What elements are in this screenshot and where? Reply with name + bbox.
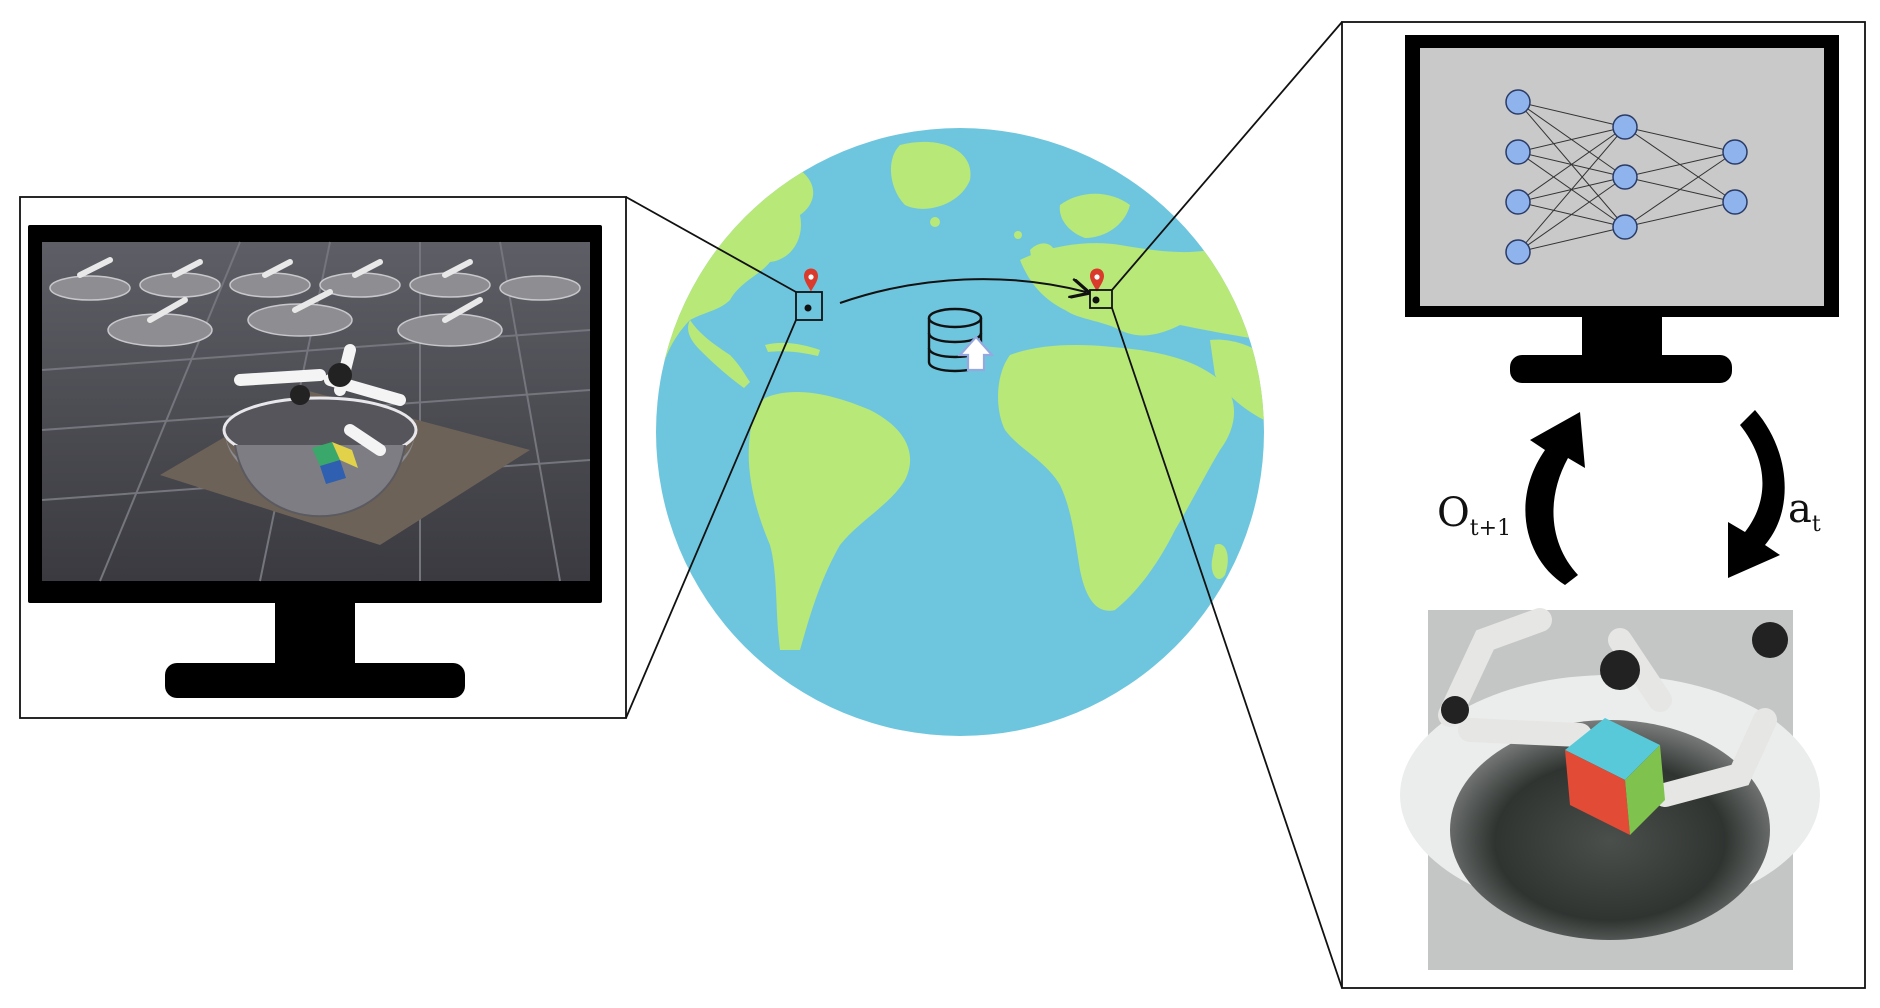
network-node-layer-1 xyxy=(1505,139,1531,165)
globe xyxy=(656,128,1264,736)
africa xyxy=(998,345,1235,611)
network-node-layer-3 xyxy=(1722,139,1748,165)
location-pin-icon xyxy=(804,268,818,292)
action-label: at xyxy=(1788,486,1821,537)
observation-label: Ot+1 xyxy=(1437,490,1511,541)
neural-network-icon xyxy=(1505,89,1748,265)
network-node-layer-2 xyxy=(1612,214,1638,240)
action-subscript: t xyxy=(1811,512,1821,537)
network-edge xyxy=(1624,151,1736,178)
simulation-monitor xyxy=(28,225,602,698)
network-edge xyxy=(1624,201,1736,228)
database-upload-icon xyxy=(927,307,995,373)
network-node-layer-2 xyxy=(1612,164,1638,190)
network-edge xyxy=(1517,126,1626,203)
network-node-layer-2 xyxy=(1612,114,1638,140)
network-edge xyxy=(1517,126,1626,253)
network-node-layer-1 xyxy=(1505,189,1531,215)
network-edge xyxy=(1624,151,1736,228)
network-node-layer-1 xyxy=(1505,89,1531,115)
network-edge xyxy=(1517,226,1626,253)
network-edge xyxy=(1624,126,1736,153)
real-cube xyxy=(1565,718,1665,835)
south-america xyxy=(748,391,911,650)
action-arrow xyxy=(1728,410,1785,578)
network-edge xyxy=(1517,176,1626,253)
action-symbol: a xyxy=(1788,486,1812,532)
observation-symbol: O xyxy=(1437,490,1470,536)
simulation-scene xyxy=(41,241,591,582)
location-pin-icon xyxy=(1090,268,1104,292)
greenland xyxy=(890,141,971,209)
observation-arrow xyxy=(1525,412,1585,585)
network-edge xyxy=(1517,126,1626,153)
zoom-lines xyxy=(625,21,1343,989)
network-node-layer-1 xyxy=(1505,239,1531,265)
transfer-arrow xyxy=(839,278,1086,304)
sim-cube xyxy=(312,442,358,484)
network-edge xyxy=(1517,101,1626,128)
real-robot-image xyxy=(1400,608,1820,970)
network-node-layer-3 xyxy=(1722,189,1748,215)
source-location-box xyxy=(795,291,823,321)
central-america xyxy=(688,320,750,388)
observation-subscript: t+1 xyxy=(1469,516,1512,541)
europe xyxy=(1020,243,1264,340)
